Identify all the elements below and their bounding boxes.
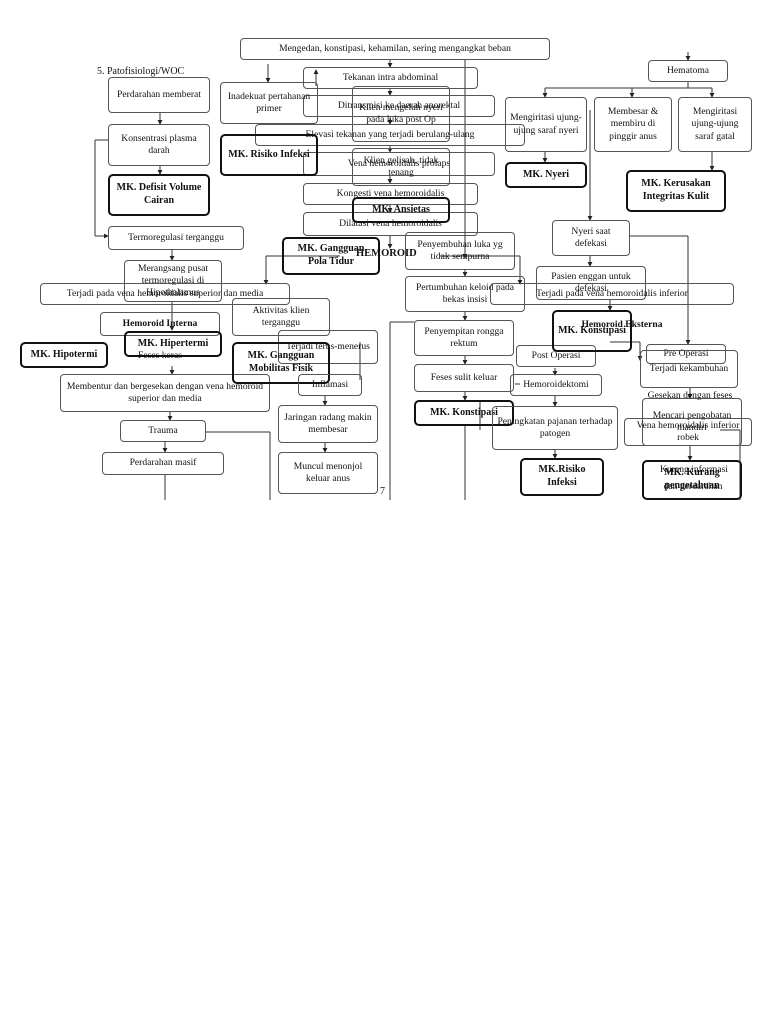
problem-risiko-infeksi-2: MK.Risiko Infeksi — [520, 458, 604, 496]
node-ditransmisi: Ditransmisi ke daerah anorektal — [303, 95, 495, 117]
node-kongesti: Kongesti vena hemoroidalis — [303, 183, 478, 205]
problem-nyeri: MK. Nyeri — [505, 162, 587, 188]
center-title-hemoroid: HEMOROID — [356, 248, 417, 259]
problem-kerusakan-integritas-kulit: MK. Kerusakan Integritas Kulit — [626, 170, 726, 212]
node-mengiritasi-nyeri: Mengiritasi ujung-ujung saraf nyeri — [505, 97, 587, 152]
node-penyembuhan: Penyembuhan luka yg tidak sempurna — [405, 232, 515, 270]
node-membentur: Membentur dan bergesekan dengan vena hem… — [60, 374, 270, 412]
node-feses-keras: Feses keras — [138, 349, 182, 361]
node-pre-operasi: Pre Operasi — [646, 344, 726, 364]
node-pertumbuhan: Pertumbuhan keloid pada bekas insisi — [405, 276, 525, 312]
node-kurang-informasi: Kurang informasi — [660, 463, 728, 475]
node-klien-gelisah: Klien gelisah, tidak tenang — [352, 148, 450, 186]
node-perdarahan-berat: Perdarahan memberat — [108, 77, 210, 113]
node-peningkatan: Peningkatan pajanan terhadap patogen — [492, 406, 618, 450]
node-vena-inferior: Terjadi pada vena hemoroidalis inferior — [490, 283, 734, 305]
node-aktivitas: Aktivitas klien terganggu — [232, 298, 330, 336]
node-perdarahan-masif: Perdarahan masif — [102, 452, 224, 475]
problem-konstipasi-1: MK. Konstipasi — [414, 400, 514, 426]
node-merangsang: Merangsang pusat termoregulasi di Hipoth… — [124, 260, 222, 302]
node-klien-mengeluh: Klien mengeluh nyeri pada luka post Op — [352, 86, 450, 142]
node-vena-robek: Vena hemoroidalis inferior robek — [624, 418, 752, 446]
node-nyeri-defekasi: Nyeri saat defekasi — [552, 220, 630, 256]
problem-defisit-volume-cairan: MK. Defisit Volume Cairan — [108, 174, 210, 216]
node-vena-superior: Terjadi pada vena hemoroidalis superior … — [40, 283, 290, 305]
problem-ansietas: MK. Ansietas — [352, 197, 450, 223]
problem-kurang-pengetahuan: MK. Kurang pengetahuan — [642, 460, 742, 500]
node-prolaps: Vena hemoroidalis prolaps — [303, 152, 495, 176]
page-number: 7 — [380, 486, 385, 497]
problem-gangguan-pola-tidur: MK. Gangguan Pola Tidur — [282, 237, 380, 275]
node-trauma: Trauma — [120, 420, 206, 442]
node-hemoroidektomi: Hemoroidektomi — [510, 374, 602, 396]
node-jaringan: Jaringan radang makin membesar — [278, 405, 378, 443]
node-konsentrasi: Konsentrasi plasma darah — [108, 124, 210, 166]
node-terjadi-kambuh: Terjadi kekambuhan — [640, 350, 738, 388]
node-hemoroid-eksterna: Hemoroid Eksterna — [581, 318, 663, 330]
node-top-cause: Mengedan, konstipasi, kehamilan, sering … — [240, 38, 550, 60]
node-tekanan: Tekanan intra abdominal — [303, 67, 478, 89]
woc-heading: 5. Patofisiologi/WOC — [97, 66, 185, 77]
node-membesar: Membesar & membiru di pinggir anus — [594, 97, 672, 152]
node-mengiritasi-gatal: Mengiritasi ujung-ujung saraf gatal — [678, 97, 752, 152]
problem-risiko-infeksi-1: MK. Risiko Infeksi — [220, 134, 318, 176]
node-inadekuat: Inadekuat pertahanan primer — [220, 82, 318, 124]
node-dilatasi: Dilatasi vena hemoroidalis — [303, 212, 478, 236]
node-penyempitan: Penyempitan rongga rektum — [414, 320, 514, 356]
node-feses-sulit: Feses sulit keluar — [414, 364, 514, 392]
node-inflamasi: Inflamasi — [298, 374, 362, 396]
problem-gangguan-mobilitas: MK. Gangguan Mobilitas Fisik — [232, 342, 330, 384]
node-termoregulasi: Termoregulasi terganggu — [108, 226, 244, 250]
problem-hipertermi: MK. Hipertermi — [124, 331, 222, 357]
node-hematoma: Hematoma — [648, 60, 728, 82]
node-post-operasi: Post Operasi — [516, 345, 596, 367]
problem-hipotermi: MK. Hipotermi — [20, 342, 108, 368]
problem-konstipasi-2: MK. Konstipasi — [552, 310, 632, 352]
node-hemoroid-interna: Hemoroid Interna — [100, 312, 220, 336]
node-gesekan: Gesekan dengan feses — [647, 389, 733, 401]
node-dan-perdarahan: dan perdarahan — [663, 480, 723, 492]
node-muncul: Muncul menonjol keluar anus — [278, 452, 378, 494]
